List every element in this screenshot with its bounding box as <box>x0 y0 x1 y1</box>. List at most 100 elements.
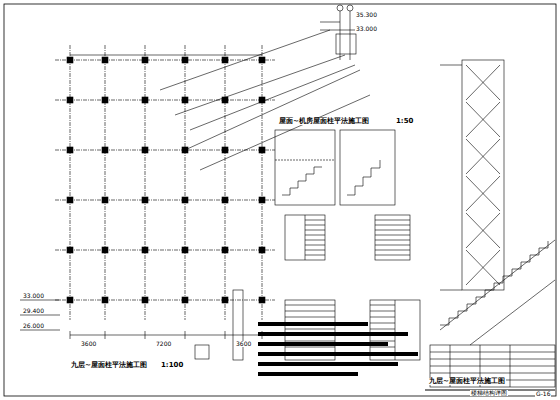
column-mark <box>102 197 108 203</box>
stroke <box>285 341 335 342</box>
note-bars <box>258 322 418 376</box>
column-mark <box>259 247 265 253</box>
stroke <box>375 255 410 256</box>
column-mark <box>142 297 148 303</box>
stroke <box>466 102 500 137</box>
stroke <box>262 45 263 320</box>
stroke <box>305 235 325 236</box>
stroke <box>55 60 275 61</box>
stroke <box>375 220 410 221</box>
stroke <box>375 245 410 246</box>
stroke <box>370 329 395 330</box>
drawing-label: 1:100 <box>160 362 184 369</box>
stroke <box>466 213 500 248</box>
stroke <box>375 250 410 251</box>
stroke <box>466 102 500 137</box>
stroke <box>370 317 395 318</box>
stroke <box>466 176 500 211</box>
stroke <box>285 317 335 318</box>
stroke <box>285 311 335 312</box>
drawing-label: 3600 <box>80 341 97 347</box>
stroke <box>55 200 275 201</box>
stroke <box>105 45 106 320</box>
drawing-label: 33.000 <box>22 293 45 299</box>
column-detail <box>20 290 243 360</box>
stroke <box>375 230 410 231</box>
stroke <box>305 250 325 251</box>
stroke <box>185 331 186 339</box>
stroke <box>466 65 500 100</box>
stroke <box>466 176 500 211</box>
stroke <box>466 250 500 285</box>
column-mark <box>182 247 188 253</box>
column-mark <box>102 247 108 253</box>
stroke <box>55 250 275 251</box>
column-mark <box>222 247 228 253</box>
stroke <box>370 311 395 312</box>
stair-flight-detail <box>440 240 555 345</box>
column-mark <box>67 297 73 303</box>
stroke <box>375 225 410 226</box>
column-mark <box>142 147 148 153</box>
stroke <box>375 235 410 236</box>
column-mark <box>222 57 228 63</box>
stroke <box>370 347 395 348</box>
stair-section-tall <box>440 60 504 290</box>
stroke <box>466 250 500 285</box>
column-mark <box>182 197 188 203</box>
column-mark <box>67 147 73 153</box>
column-mark <box>259 197 265 203</box>
stroke <box>145 331 146 339</box>
stroke <box>370 341 395 342</box>
column-mark <box>142 97 148 103</box>
column-mark <box>102 147 108 153</box>
stroke <box>466 65 500 100</box>
drawing-label: 九层~屋面柱平法施工图 <box>428 378 506 385</box>
drawing-label: 楼梯结构详图 <box>470 390 508 396</box>
stroke <box>285 305 335 306</box>
column-mark <box>67 97 73 103</box>
column-mark <box>182 97 188 103</box>
column-mark <box>222 297 228 303</box>
stroke <box>305 230 325 231</box>
stroke <box>285 347 335 348</box>
column-mark <box>259 297 265 303</box>
stroke <box>305 240 325 241</box>
stroke <box>145 45 146 320</box>
stroke <box>70 45 71 320</box>
column-mark <box>67 197 73 203</box>
stair-plan <box>285 215 420 360</box>
leader-lines <box>160 30 370 170</box>
drawing-label: 3600 <box>235 341 252 347</box>
column-mark <box>142 247 148 253</box>
column-mark <box>142 197 148 203</box>
drawing-label: 33.000 <box>355 26 378 32</box>
stroke <box>466 213 500 248</box>
stroke <box>305 255 325 256</box>
stroke <box>466 139 500 174</box>
stroke <box>185 45 186 320</box>
stroke <box>305 225 325 226</box>
drawing-label: 35.300 <box>355 12 378 18</box>
column-mark <box>222 197 228 203</box>
drawing-label: 九层~屋面柱平法施工图 <box>70 362 148 369</box>
stair-section <box>275 130 395 205</box>
stroke <box>225 45 226 320</box>
stroke <box>375 240 410 241</box>
column-mark <box>222 147 228 153</box>
column-mark <box>182 57 188 63</box>
column-mark <box>102 97 108 103</box>
drawing-label: 26.000 <box>22 323 45 329</box>
stroke <box>55 100 275 101</box>
stroke <box>55 150 275 151</box>
stroke <box>225 331 226 339</box>
column-mark <box>259 57 265 63</box>
drawing-label: G-16 <box>535 391 551 397</box>
drawing-label: 屋面~机房屋面柱平法施工图 <box>278 118 370 125</box>
column-mark <box>259 97 265 103</box>
column-plan <box>55 45 275 339</box>
column-mark <box>259 147 265 153</box>
stroke <box>70 55 262 56</box>
